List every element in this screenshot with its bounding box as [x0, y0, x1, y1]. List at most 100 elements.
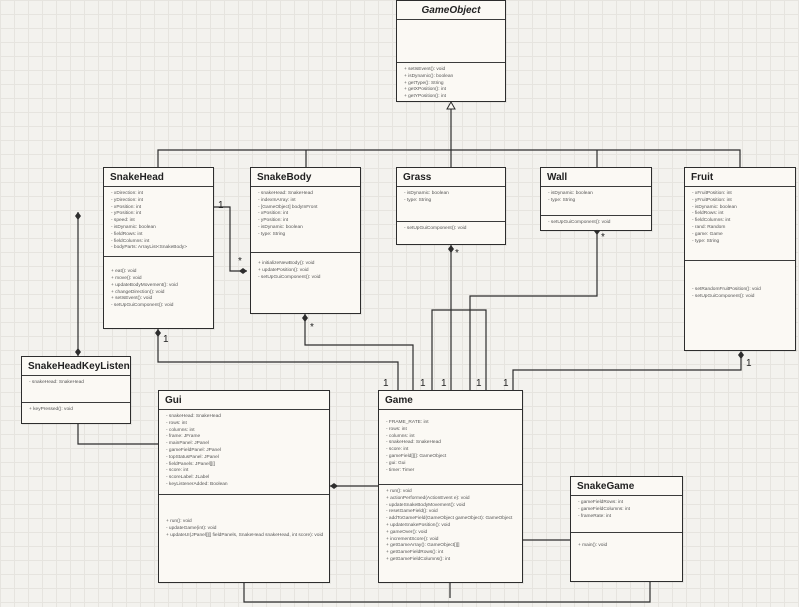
multiplicity-label: 1 [441, 378, 447, 389]
attribute-line: - fieldColumns: int [111, 238, 150, 244]
attribute-line: - type: String [548, 197, 576, 203]
composition-diamond [155, 329, 161, 337]
composition-diamond [75, 212, 81, 220]
attribute-line: - keyListenerAdded: Boolean [166, 481, 228, 487]
attribute-line: - snakeHead: SnakeHead [386, 440, 441, 446]
methods-section: - setUpGuiComponent(): void [541, 215, 651, 230]
method-line: - setUpGuiComponent(): void [548, 220, 611, 225]
attribute-line: - fieldRows: int [111, 231, 143, 237]
method-line: + keyPressed(): void [29, 407, 73, 412]
class-name: SnakeHead [110, 172, 164, 183]
attribute-line: - rows: int [386, 426, 407, 432]
class-name: SnakeGame [577, 481, 635, 492]
attribute-line: - game: Game [692, 231, 723, 237]
method-line: + initializeNewBody(): void [258, 261, 315, 266]
method-line: + main(): void [578, 543, 608, 548]
class-snakehead[interactable]: SnakeHead - xDirection: int - yDirection… [103, 167, 214, 329]
association-line [243, 582, 651, 603]
method-line: + gameOver(): void [386, 529, 428, 535]
method-line: + getYPosition(): int [404, 94, 446, 100]
attribute-line: - mainPanel: JPanel [166, 441, 209, 447]
class-gameobject[interactable]: GameObject + setIsEvent(): void + isDyna… [396, 0, 506, 102]
method-line: + setIsEvent(): void [404, 67, 446, 72]
method-line: + changeDirection(): void [111, 289, 165, 295]
method-line: + updateSnakePosition(): void [386, 522, 451, 528]
attribute-line: - gui: Gui [386, 460, 406, 466]
attribute-line: - bodyParts: ArrayList<SnakeBody> [111, 245, 187, 251]
attributes-section: - FRAME_RATE: int - rows: int - columns:… [379, 409, 522, 484]
class-name: Gui [165, 395, 182, 406]
class-snakebody[interactable]: SnakeBody - snakeHead: SnakeHead - index… [250, 167, 361, 314]
multiplicity-label: 1 [476, 378, 482, 389]
method-line: + run(): void [386, 489, 412, 494]
attribute-line: - [GameObject] bodyInFront [258, 204, 318, 210]
attribute-line: - xPosition: int [111, 204, 142, 210]
attribute-line: - snakeHead: SnakeHead [258, 191, 313, 196]
method-line: - addToGameField(GameObject gameObject):… [386, 516, 513, 522]
attribute-line: - xPosition: int [258, 211, 289, 217]
attribute-line: - yPosition: int [258, 218, 289, 224]
method-line: + isDynamic(): boolean [404, 73, 454, 79]
attribute-line: - isDynamic: boolean [111, 224, 156, 230]
methods-section: + eat(): void + move(): void + updateBod… [104, 256, 213, 314]
method-line: + updateBodyMovement(): void [111, 282, 178, 288]
attributes-section: - gameFieldRows: int - gameFieldColumns:… [571, 495, 682, 532]
multiplicity-label: * [601, 232, 605, 243]
attribute-line: - gameFieldPanel: JPanel [166, 447, 221, 453]
attributes-section: - snakeHead: SnakeHead - indexInArray: i… [251, 186, 360, 252]
association-line [157, 329, 399, 390]
class-name: SnakeBody [257, 172, 312, 183]
multiplicity-label: 1 [383, 378, 389, 389]
methods-section: + keyPressed(): void [22, 402, 130, 418]
method-line: - resetGameField(): void [386, 509, 438, 515]
class-fruit[interactable]: Fruit - xFruitPosition: int - yFruitPosi… [684, 167, 796, 351]
method-line: + getGameFieldRows(): int [386, 550, 444, 556]
multiplicity-label: 1 [420, 378, 426, 389]
attribute-line: - rand: Random [692, 224, 726, 230]
association-line [214, 206, 247, 272]
composition-diamond [302, 314, 308, 322]
class-name: Wall [547, 172, 568, 183]
class-snakeheadkeylisten[interactable]: SnakeHeadKeyListen - snakeHead: SnakeHea… [21, 356, 131, 424]
multiplicity-label: * [310, 322, 314, 333]
attribute-line: - fieldPanels: JPanel[][] [166, 461, 216, 467]
attribute-line: - columns: int [166, 427, 195, 433]
method-line: - setRandomFruitPosition(): void [692, 287, 761, 292]
method-line: + updateUI(JPanel[][] fieldPanels, Snake… [166, 532, 324, 538]
methods-section: + initializeNewBody(): void + updatePosi… [251, 252, 360, 285]
class-name: Grass [403, 172, 432, 183]
method-line: + getType(): String [404, 80, 444, 86]
attribute-line: - fieldRows: int [692, 211, 724, 217]
class-game[interactable]: Game - FRAME_RATE: int - rows: int - col… [378, 390, 523, 583]
method-line: - updateSnakeBodyMovement(): void [386, 502, 466, 508]
attribute-line: - frame: JFrame [166, 434, 201, 440]
attribute-line: - gameFieldRows: int [578, 500, 624, 505]
class-name: Fruit [691, 172, 714, 183]
class-name: SnakeHeadKeyListen [28, 361, 130, 372]
method-line: + updatePosition(): void [258, 267, 309, 273]
attribute-line: - snakeHead: SnakeHead [29, 380, 84, 385]
attributes-section [397, 19, 505, 62]
association-line [431, 309, 487, 390]
attribute-line: - indexInArray: int [258, 197, 296, 203]
method-line: + getXPosition(): int [404, 87, 446, 93]
method-line: - setUpGuiComponent(): void [404, 226, 467, 231]
class-gui[interactable]: Gui - snakeHead: SnakeHead - rows: int -… [158, 390, 330, 583]
association-line [512, 355, 742, 390]
class-snakegame[interactable]: SnakeGame - gameFieldRows: int - gameFie… [570, 476, 683, 582]
attribute-line: - rows: int [166, 420, 187, 426]
class-wall[interactable]: Wall - isDynamic: boolean - type: String… [540, 167, 652, 231]
method-line: + getGameArray(): GameObject[][] [386, 543, 460, 549]
class-grass[interactable]: Grass - isDynamic: boolean - type: Strin… [396, 167, 506, 245]
attributes-section: - snakeHead: SnakeHead [22, 375, 130, 402]
attribute-line: - score: int [386, 447, 409, 453]
method-line: - updateGame(int): void [166, 525, 217, 531]
multiplicity-label: 1 [163, 334, 169, 345]
methods-section: - setRandomFruitPosition(): void - setUp… [685, 260, 795, 305]
attribute-line: - timer: Timer [386, 467, 415, 473]
attribute-line: - scoreLabel: JLabel [166, 475, 210, 481]
attribute-line: - speed: int [111, 218, 135, 224]
class-name: Game [385, 395, 413, 406]
composition-diamond [738, 351, 744, 359]
composition-diamond [330, 483, 338, 489]
